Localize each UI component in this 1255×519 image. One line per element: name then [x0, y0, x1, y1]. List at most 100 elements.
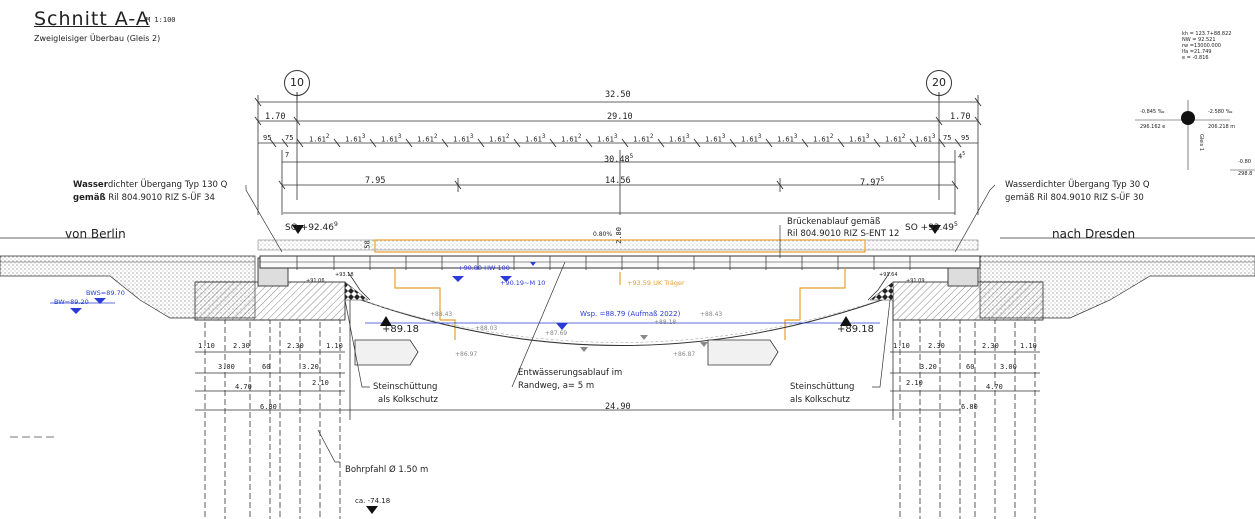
dim-L-300: 3.00	[218, 363, 235, 371]
dim-75-left: 75	[285, 134, 294, 142]
slope-label: 0.80%	[593, 231, 613, 238]
dim-total: 32.50	[605, 90, 631, 100]
inset-right-pct: -2.580 ‰	[1208, 109, 1233, 115]
dim-R-680: 6.80	[961, 403, 978, 411]
so-left-sup: 9	[333, 221, 338, 228]
dim-161-sup: 3	[469, 134, 474, 140]
dim-L-110a: 1.10	[198, 342, 215, 350]
wasser-left-bold: Wasser	[73, 180, 108, 190]
grey-level-5: +88.43	[700, 311, 723, 318]
level-left-8918: +89.18	[382, 324, 420, 335]
dim-161: 1.61	[777, 135, 794, 144]
dim-L-230b: 2.30	[287, 342, 304, 350]
orange-outline	[374, 239, 866, 340]
dim-161-sup: 2	[829, 134, 834, 140]
inset-left-pct: -0.845 ‰	[1140, 109, 1165, 115]
dim-161-sup: 3	[685, 134, 690, 140]
kolkschutz-right-2: als Kolkschutz	[790, 395, 851, 405]
grey-level-7: +86.87	[673, 351, 696, 358]
brueckenablauf-label: Brückenablauf gemäß	[787, 217, 881, 227]
dim-L-210: 2.10	[312, 379, 329, 387]
dim-161-sup: 2	[577, 134, 582, 140]
level-right-8918: +89.18	[837, 324, 875, 335]
dim-R-230a: 2.30	[928, 342, 945, 350]
dim-left-170: 1.70	[265, 112, 286, 122]
axis-10-marker: 10	[284, 70, 310, 96]
kolkschutz-right-1: Steinschüttung	[790, 382, 855, 392]
dim-right-797: 7.97	[860, 177, 881, 188]
dim-R-320: 3.20	[920, 363, 937, 371]
tick-marks	[254, 97, 982, 190]
kolkschutz-left-1: Steinschüttung	[373, 382, 438, 392]
entwaesserung-label: Entwässerungsablauf im	[518, 368, 623, 378]
water-levels	[50, 262, 880, 330]
wasser-left-label: dichter Übergang Typ 130 Q	[107, 180, 228, 190]
level-9164: +91.64	[879, 272, 898, 278]
grey-level-6: +86.97	[455, 351, 478, 358]
bw-level: BW=89.20	[54, 298, 89, 306]
dim-058: 58	[363, 240, 372, 249]
bohrpfahl-label: Bohrpfahl Ø 1.50 m	[345, 465, 429, 475]
dim-inner: 29.10	[607, 112, 633, 122]
so-right-sup: 5	[953, 221, 958, 228]
dim-bottom-span: 24.90	[605, 402, 631, 412]
wasser-right-norm: gemäß Ril 804.9010 RIZ S-ÜF 30	[1005, 193, 1144, 203]
inset-far-pct: -0.80	[1238, 159, 1251, 165]
dim-161: 1.61	[381, 135, 398, 144]
section-subtitle: Zweigleisiger Überbau (Gleis 2)	[34, 34, 161, 43]
dim-161: 1.61	[417, 135, 434, 144]
dim-L-470: 4.70	[235, 383, 252, 391]
dim-95-left: 95	[263, 134, 272, 142]
dim-161: 1.61	[489, 135, 506, 144]
from-berlin-label: von Berlin	[65, 227, 126, 241]
abutments	[194, 257, 1044, 321]
dim-R-60: 60	[966, 363, 975, 371]
so-left-level: SO +92.46	[285, 223, 334, 233]
grey-level-1: +88.43	[430, 311, 453, 318]
wsp-level: Wsp. =88.79 (Aufmaß 2022)	[580, 310, 681, 318]
dim-4: 4	[958, 152, 963, 161]
dim-4-sup: 5	[962, 151, 966, 157]
kolkschutz-left-2: als Kolkschutz	[378, 395, 439, 405]
inset-marker	[1135, 100, 1255, 171]
dim-280: 2.80	[614, 227, 623, 244]
dim-161-sup: 3	[721, 134, 726, 140]
dim-161-sup: 3	[541, 134, 546, 140]
dim-161: 1.61	[633, 135, 650, 144]
scale-label: M 1:100	[146, 16, 176, 24]
inset-line-2: NW = 92.521	[1182, 37, 1216, 43]
grey-level-2: +88.03	[475, 325, 498, 332]
level-markers	[292, 225, 941, 514]
dim-161-sup: 3	[931, 134, 936, 140]
dim-161: 1.61	[849, 135, 866, 144]
inset-line-5: e = -0.816	[1182, 55, 1209, 61]
dim-right-170: 1.70	[950, 112, 971, 122]
section-title: Schnitt A-A	[34, 8, 150, 30]
dim-L-110b: 1.10	[326, 342, 343, 350]
dim-161: 1.61	[915, 135, 932, 144]
dim-161: 1.61	[309, 135, 326, 144]
level-9106: +91.06	[306, 278, 325, 284]
axis-20-marker: 20	[926, 70, 952, 96]
dim-75-right: 75	[943, 134, 952, 142]
dim-161-sup: 3	[793, 134, 798, 140]
dim-7: 7	[285, 151, 290, 159]
dim-161: 1.61	[345, 135, 362, 144]
inset-line-3: rw =13000.000	[1182, 43, 1221, 49]
dim-right-797-sup: 5	[880, 176, 885, 183]
wasser-left-bold-2: gemäß	[73, 193, 106, 203]
inset-line-1: kh = 123.7+88.822	[1182, 31, 1232, 37]
dim-161: 1.61	[885, 135, 902, 144]
dim-left-795: 7.95	[365, 176, 386, 186]
dim-161-sup: 2	[433, 134, 438, 140]
level-9318: +93.18	[335, 272, 354, 278]
wasser-right-label: Wasserdichter Übergang Typ 30 Q	[1005, 180, 1150, 190]
dim-L-680: 6.80	[260, 403, 277, 411]
level-ca: ca. -74.18	[355, 497, 391, 505]
leader-lines	[245, 184, 996, 463]
grey-level-3: +87.69	[545, 330, 568, 337]
dim-95-right: 95	[961, 134, 970, 142]
piles	[204, 319, 1036, 519]
